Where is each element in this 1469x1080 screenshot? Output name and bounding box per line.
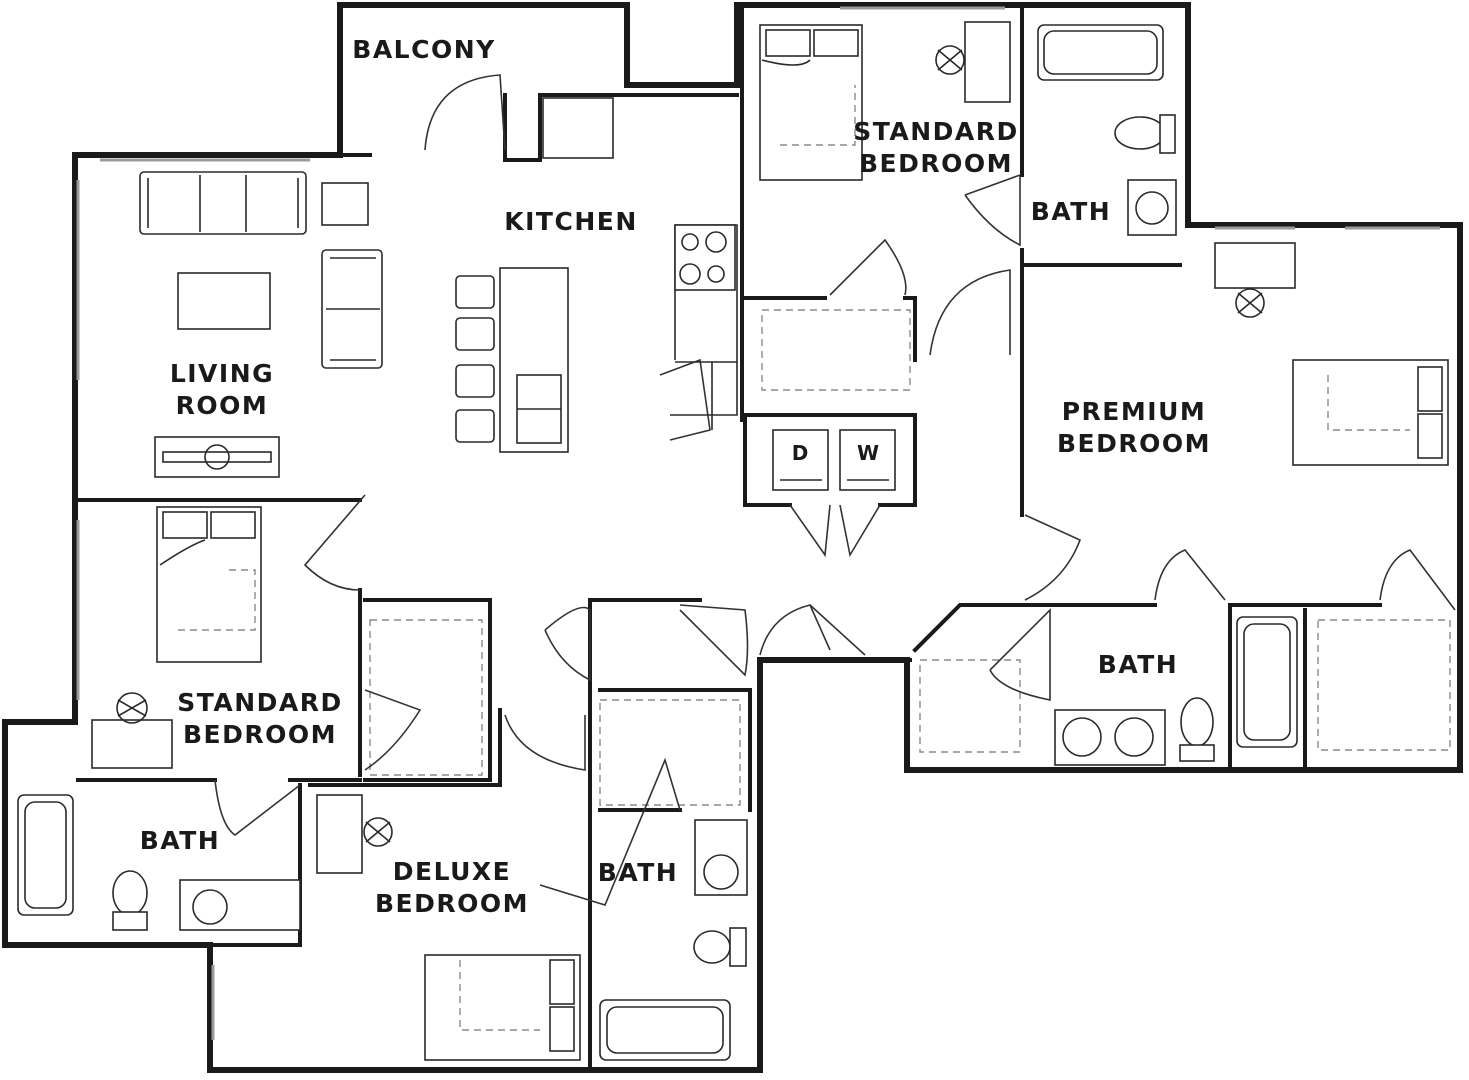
door-swings [214, 74, 1456, 906]
label-standard-bedroom-top-line2: BEDROOM [859, 149, 1013, 178]
closet-outlines [369, 309, 1451, 806]
label-kitchen: KITCHEN [504, 207, 638, 236]
label-bath-top: BATH [1031, 197, 1111, 226]
label-deluxe-bedroom-line1: DELUXE [393, 857, 512, 886]
label-bath-premium: BATH [1098, 650, 1178, 679]
appliance-labels: D W [792, 441, 879, 465]
label-bath-left: BATH [140, 826, 220, 855]
label-standard-bedroom-left-line2: BEDROOM [183, 720, 337, 749]
laundry-appliances [772, 429, 896, 491]
top-standard-bedroom-furniture [759, 21, 1011, 181]
left-standard-bedroom-furniture [91, 506, 262, 769]
premium-bath-fixtures [1054, 616, 1298, 766]
label-balcony: BALCONY [352, 35, 495, 64]
label-bath-deluxe: BATH [598, 858, 678, 887]
left-bath-fixtures [17, 794, 301, 931]
room-labels: BALCONY KITCHEN LIVING ROOM STANDARD BED… [140, 35, 1211, 918]
interior-walls [76, 8, 1382, 1072]
label-standard-bedroom-top-line1: STANDARD [853, 117, 1019, 146]
premium-bedroom-furniture [1214, 242, 1449, 466]
label-dryer: D [792, 441, 809, 465]
label-premium-bedroom-line2: BEDROOM [1057, 429, 1211, 458]
deluxe-bath-fixtures [599, 819, 748, 1061]
top-bath-fixtures [1037, 24, 1177, 236]
label-premium-bedroom-line1: PREMIUM [1062, 397, 1207, 426]
label-living-room-line1: LIVING [170, 359, 274, 388]
label-standard-bedroom-left-line1: STANDARD [177, 688, 343, 717]
label-living-room-line2: ROOM [176, 391, 269, 420]
deluxe-bedroom-furniture [316, 794, 581, 1061]
kitchen-fixtures [455, 97, 738, 453]
windows [76, 6, 1440, 1040]
label-deluxe-bedroom-line2: BEDROOM [375, 889, 529, 918]
living-room-furniture [139, 171, 383, 478]
label-washer: W [857, 441, 879, 465]
